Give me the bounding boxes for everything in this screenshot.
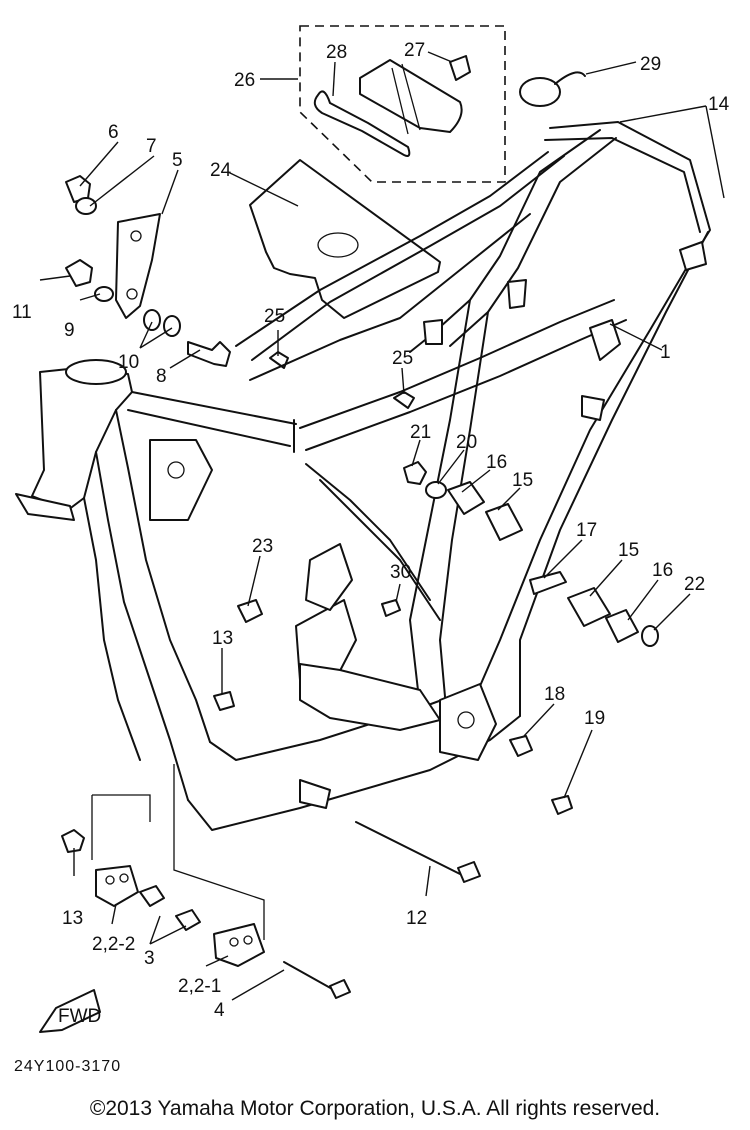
callout-7: 7 [146, 136, 157, 157]
tool-kit-group [299, 25, 506, 183]
leader-lines [39, 51, 725, 1001]
callout-24: 24 [210, 160, 232, 181]
callout-28: 28 [326, 42, 347, 63]
part-5-bracket [115, 213, 161, 319]
callout-27: 27 [404, 40, 425, 61]
callout-2-2-1: 2,2-1 [178, 976, 221, 997]
callout-2-2-2: 2,2-2 [92, 934, 135, 955]
callout-26: 26 [234, 70, 255, 91]
callout-15-lower: 15 [618, 540, 639, 561]
callout-13-lower: 13 [62, 908, 83, 929]
callout-25-left: 25 [264, 306, 285, 327]
part-24-cover [249, 159, 441, 319]
part-29 [519, 71, 586, 107]
callout-19: 19 [584, 708, 605, 729]
callout-29: 29 [640, 54, 661, 75]
callout-5: 5 [172, 150, 183, 171]
callout-23: 23 [252, 536, 273, 557]
callout-18: 18 [544, 684, 565, 705]
callout-15-upper: 15 [512, 470, 533, 491]
main-frame [15, 121, 711, 831]
callout-numbers: 1 2,2-2 2,2-1 3 4 5 6 7 8 9 10 11 12 13 … [12, 40, 730, 1021]
callout-25-right: 25 [392, 348, 413, 369]
callout-9: 9 [64, 320, 75, 341]
callout-17: 17 [576, 520, 597, 541]
small-hardware [65, 175, 415, 409]
callout-6: 6 [108, 122, 119, 143]
callout-30: 30 [390, 562, 411, 583]
copyright-notice: ©2013 Yamaha Motor Corporation, U.S.A. A… [89, 1097, 661, 1120]
callout-4: 4 [214, 1000, 225, 1021]
lower-mount-parts [61, 764, 481, 999]
fwd-arrow: FWD [39, 989, 101, 1033]
diagram-code: 24Y100-3170 [14, 1058, 122, 1075]
callout-22: 22 [684, 574, 705, 595]
callout-3: 3 [144, 948, 155, 969]
callout-10: 10 [118, 352, 139, 373]
callout-1: 1 [660, 342, 671, 363]
engine-mount-hardware [213, 461, 659, 815]
fwd-label: FWD [58, 1006, 101, 1027]
callout-16-upper: 16 [486, 452, 507, 473]
callout-13-upper: 13 [212, 628, 233, 649]
callout-14: 14 [708, 94, 730, 115]
callout-12: 12 [406, 908, 427, 929]
callout-11: 11 [12, 302, 32, 323]
callout-16-lower: 16 [652, 560, 673, 581]
callout-20: 20 [456, 432, 477, 453]
callout-21: 21 [410, 422, 431, 443]
callout-8: 8 [156, 366, 167, 387]
